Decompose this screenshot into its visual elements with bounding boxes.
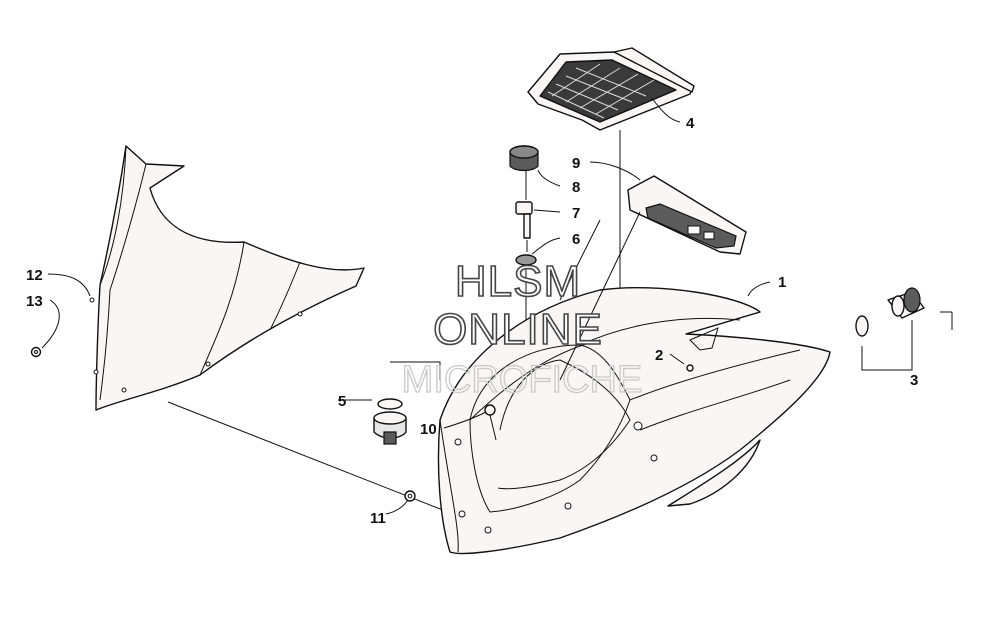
callout-2: 2: [655, 347, 663, 364]
ignition-key-7: [515, 201, 533, 239]
screw-10: [484, 404, 497, 441]
leader-lines: [41, 97, 953, 515]
control-module: [627, 175, 747, 255]
callout-9: 9: [572, 155, 580, 172]
watermark-line1: HLSM: [455, 257, 581, 306]
ignition-ring-6: [515, 254, 537, 266]
nut-11: [404, 490, 416, 502]
windshield: [89, 145, 365, 411]
callout-10: 10: [420, 421, 437, 438]
hood: [390, 287, 831, 555]
power-outlet-3: [855, 287, 925, 337]
callout-5: 5: [338, 393, 346, 410]
screw-2: [686, 364, 694, 372]
callouts: 1 2 3 4 5 6 7 8 9 10 11 12 13: [26, 115, 918, 527]
callout-4: 4: [686, 115, 695, 132]
watermark: HLSM ONLINE MICROFICHE: [401, 256, 643, 401]
callout-13: 13: [26, 293, 43, 310]
callout-8: 8: [572, 179, 580, 196]
callout-11: 11: [370, 510, 386, 527]
watermark-line2: ONLINE: [433, 305, 603, 354]
callout-6: 6: [572, 231, 580, 248]
storage-bin: [527, 47, 695, 131]
switch-5: [373, 398, 407, 445]
callout-12: 12: [26, 267, 43, 284]
nut-13: [30, 346, 42, 358]
callout-7: 7: [572, 205, 580, 222]
watermark-line3: MICROFICHE: [402, 359, 643, 401]
ignition-cap-8: [509, 145, 539, 172]
callout-3: 3: [910, 372, 918, 389]
callout-1: 1: [778, 274, 786, 291]
